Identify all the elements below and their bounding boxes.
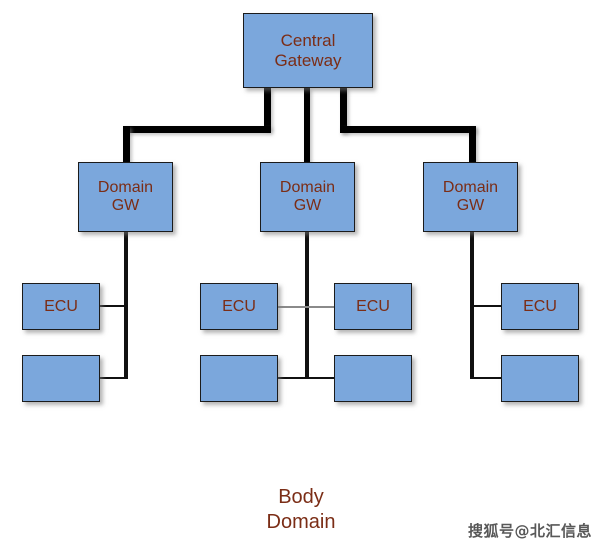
link-central-to-right-vertical: [340, 88, 347, 133]
link-right-bus-to-ecu: [470, 305, 502, 307]
node-ecu-right[interactable]: ECU: [501, 283, 579, 330]
node-ecu-middle-left[interactable]: ECU: [200, 283, 278, 330]
link-left-trunk-down: [123, 126, 130, 162]
node-domain-gw-middle-label: Domain GW: [279, 179, 336, 214]
node-ecu-left[interactable]: ECU: [22, 283, 100, 330]
link-right-bus-to-blank: [470, 377, 502, 379]
node-ecu-left-label: ECU: [44, 297, 78, 315]
node-central-gateway[interactable]: Central Gateway: [243, 13, 373, 88]
link-middle-bus-to-ecu-right: [305, 306, 335, 308]
node-domain-gw-right[interactable]: Domain GW: [423, 162, 518, 232]
link-left-bus-to-ecu: [99, 305, 128, 307]
link-left-bus-to-blank: [99, 377, 128, 379]
link-right-trunk-down: [469, 126, 476, 162]
node-blank-right[interactable]: [501, 355, 579, 402]
watermark-label: 搜狐号@北汇信息: [467, 522, 592, 540]
link-central-to-left-vertical: [264, 88, 271, 130]
link-central-to-right-horizontal: [340, 126, 476, 133]
link-middle-blank-left-to-bus: [277, 377, 309, 379]
node-central-gateway-label: Central Gateway: [274, 31, 342, 70]
node-blank-middle-left[interactable]: [200, 355, 278, 402]
link-middle-bus-to-blank-right: [305, 377, 335, 379]
node-domain-gw-left[interactable]: Domain GW: [78, 162, 173, 232]
diagram-caption: Body Domain: [266, 486, 336, 533]
link-middle-ecu-left-to-bus: [277, 306, 309, 308]
node-domain-gw-right-label: Domain GW: [442, 179, 499, 214]
node-ecu-middle-right-label: ECU: [356, 297, 390, 315]
link-central-to-left-horizontal: [123, 126, 271, 133]
node-blank-middle-right[interactable]: [334, 355, 412, 402]
link-middle-gw-bus-vertical: [305, 232, 309, 379]
node-domain-gw-left-label: Domain GW: [97, 179, 154, 214]
node-blank-left[interactable]: [22, 355, 100, 402]
node-ecu-middle-right[interactable]: ECU: [334, 283, 412, 330]
link-central-to-middle-vertical: [304, 88, 310, 162]
node-ecu-right-label: ECU: [523, 297, 557, 315]
node-domain-gw-middle[interactable]: Domain GW: [260, 162, 355, 232]
node-ecu-middle-left-label: ECU: [222, 297, 256, 315]
